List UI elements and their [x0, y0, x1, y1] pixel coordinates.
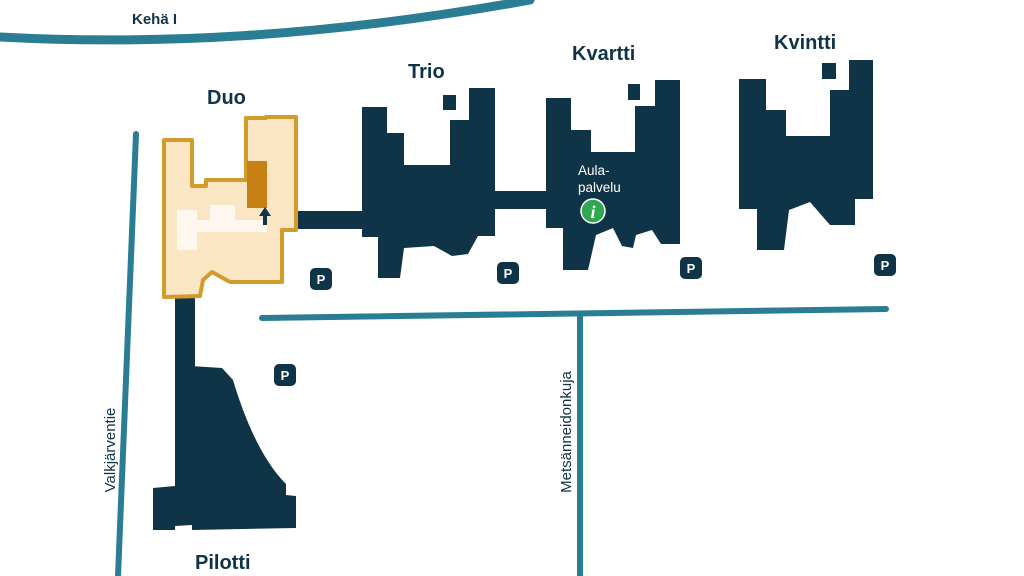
label-kvartti: Kvartti: [572, 43, 635, 65]
info-label-line1: Aula-: [578, 163, 610, 178]
parking-icon[interactable]: P: [310, 268, 332, 290]
label-duo: Duo: [207, 87, 246, 109]
duo-entrance-block: [247, 161, 267, 208]
parking-glyph: P: [281, 368, 290, 383]
road-label-metsanneidonkuja: Metsänneidonkuja: [558, 370, 575, 492]
road-kehä-i: [0, 0, 535, 45]
info-label-line2: palvelu: [578, 180, 621, 195]
connectors: [175, 191, 550, 370]
parking-glyph: P: [687, 261, 696, 276]
road-main-horizontal: [259, 306, 889, 321]
label-trio: Trio: [408, 61, 445, 83]
building-kvintti[interactable]: [739, 60, 873, 250]
road-label-valkjarventie: Valkjärventie: [102, 408, 119, 493]
connector-trio-kvartti: [490, 191, 550, 209]
parking-icon[interactable]: P: [874, 254, 896, 276]
label-pilotti: Pilotti: [195, 552, 251, 574]
building-pilotti[interactable]: [153, 365, 296, 530]
parking-spots: P P P P P: [274, 254, 896, 386]
parking-icon[interactable]: P: [497, 262, 519, 284]
building-trio[interactable]: [362, 88, 495, 278]
parking-glyph: P: [504, 266, 513, 281]
info-icon-glyph: i: [590, 202, 595, 222]
building-kvartti[interactable]: [546, 80, 680, 270]
info-point[interactable]: Aula- palvelu i: [578, 163, 621, 224]
info-icon[interactable]: i: [580, 198, 606, 224]
building-duo[interactable]: [162, 115, 298, 299]
arrow-up-icon: [259, 207, 271, 225]
parking-glyph: P: [881, 258, 890, 273]
roads: [0, 0, 889, 576]
connector-duo-pilotti: [175, 298, 195, 370]
road-valkjarventie: [115, 131, 139, 576]
parking-icon[interactable]: P: [680, 257, 702, 279]
label-kvintti: Kvintti: [774, 32, 836, 54]
parking-glyph: P: [317, 272, 326, 287]
connector-duo-trio: [296, 211, 366, 229]
parking-icon[interactable]: P: [274, 364, 296, 386]
duo-interior: [177, 205, 267, 250]
road-label-kehä-i: Kehä I: [132, 11, 177, 28]
